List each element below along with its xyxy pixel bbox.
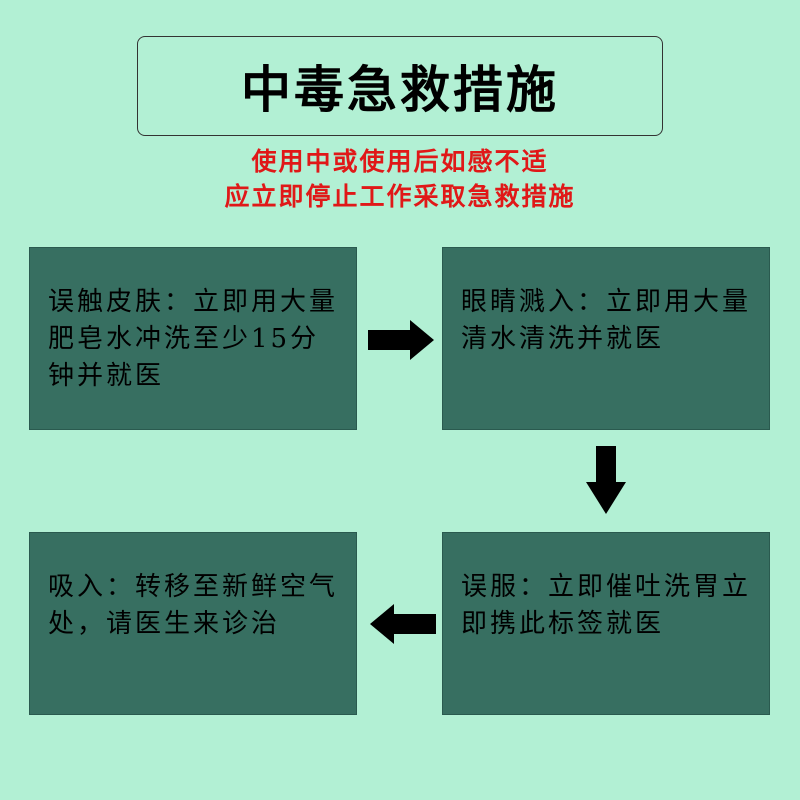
step-label: 误触皮肤： bbox=[48, 287, 194, 317]
step-ingestion: 误服：立即催吐洗胃立即携此标签就医 bbox=[442, 532, 770, 715]
step-inhalation: 吸入：转移至新鲜空气处，请医生来诊治 bbox=[29, 532, 357, 715]
step-label: 眼睛溅入： bbox=[461, 287, 607, 317]
step-skin-contact: 误触皮肤：立即用大量肥皂水冲洗至少15分钟并就医 bbox=[29, 247, 357, 430]
step-label: 误服： bbox=[461, 572, 549, 602]
step-label: 吸入： bbox=[48, 572, 136, 602]
step-text: 转移至新鲜空气处，请医生来诊治 bbox=[48, 572, 339, 639]
step-eye-contact: 眼睛溅入：立即用大量清水清洗并就医 bbox=[442, 247, 770, 430]
arrow-down-icon bbox=[586, 446, 626, 514]
step-text: 立即用大量清水清洗并就医 bbox=[461, 287, 752, 354]
step-text: 立即催吐洗胃立即携此标签就医 bbox=[461, 572, 752, 639]
arrow-left-icon bbox=[370, 604, 436, 644]
arrow-right-icon bbox=[368, 320, 434, 360]
step-text: 立即用大量肥皂水冲洗至少15分钟并就医 bbox=[48, 287, 339, 391]
title-box: 中毒急救措施 bbox=[137, 36, 663, 136]
warning-line-2: 应立即停止工作采取急救措施 bbox=[224, 182, 576, 211]
page-title: 中毒急救措施 bbox=[241, 61, 559, 119]
warning-line-1: 使用中或使用后如感不适 bbox=[251, 147, 549, 176]
